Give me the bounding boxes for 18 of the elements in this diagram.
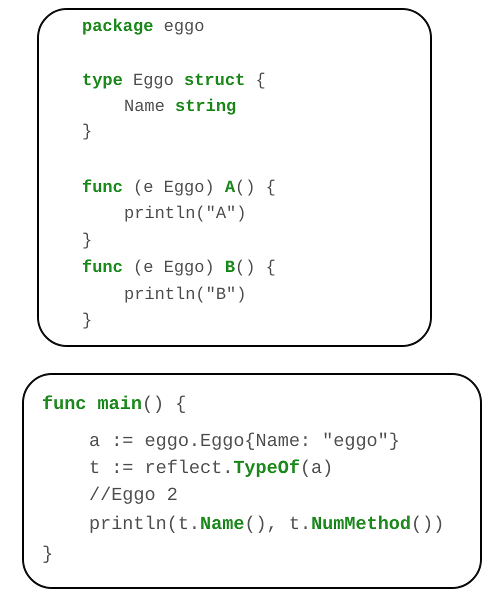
code-line: } <box>82 232 92 251</box>
code-panel <box>37 8 432 347</box>
code-line: } <box>82 122 92 142</box>
code-panel <box>22 373 482 589</box>
code-line: func main() { <box>42 394 186 415</box>
code-line: func (e Eggo) B() { <box>82 258 276 278</box>
code-line: println("B") <box>124 286 246 305</box>
code-line: } <box>42 544 54 565</box>
code-line: a := eggo.Eggo{Name: "eggo"} <box>89 430 400 452</box>
code-line: println(t.Name(), t.NumMethod()) <box>89 514 444 535</box>
code-line: //Eggo 2 <box>89 484 178 506</box>
code-line: type Eggo struct { <box>82 72 266 91</box>
code-line: package eggo <box>82 18 204 37</box>
code-line: t := reflect.TypeOf(a) <box>89 458 334 479</box>
code-line: println("A") <box>124 204 246 224</box>
code-line: } <box>82 312 92 331</box>
code-line: func (e Eggo) A() { <box>82 178 276 198</box>
code-line: Name string <box>124 98 236 117</box>
